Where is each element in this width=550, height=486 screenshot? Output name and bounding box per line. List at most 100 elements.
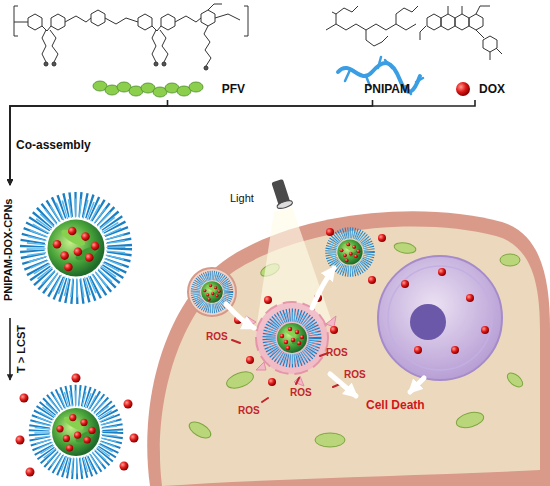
pfv-structure — [14, 4, 248, 70]
component-label: PFV — [90, 78, 245, 100]
organelle — [500, 254, 520, 266]
dox-molecule — [16, 436, 25, 445]
nanoparticle — [32, 204, 119, 291]
lamp — [269, 178, 293, 210]
nuclear-envelope — [388, 266, 492, 370]
pfv-segment — [189, 82, 203, 92]
organelle — [505, 370, 525, 389]
amide-group — [396, 8, 412, 24]
dox-molecule — [26, 468, 35, 477]
bond — [14, 22, 28, 23]
ring — [441, 14, 455, 30]
bonds — [420, 6, 502, 60]
dox-molecule — [401, 280, 409, 288]
nanoparticle-node: PNIPAM-DOX-CPNs — [2, 185, 138, 315]
alkyl-chain — [160, 30, 168, 62]
isopropyl — [412, 6, 418, 12]
process-arrow — [226, 304, 254, 328]
ros-label: ROS — [344, 369, 366, 380]
cell-membrane — [147, 211, 550, 486]
ring — [427, 14, 441, 30]
organelle — [315, 433, 345, 447]
ros-label: ROS — [326, 347, 348, 358]
dox-molecule — [124, 400, 133, 409]
node-text: PNIPAM-DOX-CPNs — [2, 185, 14, 315]
benzene-ring — [161, 14, 175, 30]
ring — [469, 14, 483, 30]
dox-molecule — [378, 234, 386, 242]
component-label: PNIPAM — [335, 78, 410, 100]
bond — [215, 14, 240, 20]
connector — [10, 100, 168, 185]
isopropyl — [382, 36, 388, 42]
pfv-chain — [93, 81, 203, 97]
sugar-ring — [483, 36, 497, 52]
dox-molecule — [72, 374, 81, 383]
dox-molecule — [268, 378, 276, 386]
dox-molecule — [456, 82, 470, 96]
benzene-ring — [28, 14, 42, 30]
dox-molecule — [130, 434, 139, 443]
dox-molecule — [20, 394, 29, 403]
isopropyl — [352, 6, 358, 12]
organelle — [455, 410, 486, 431]
backbone — [326, 24, 416, 30]
ammonium-group — [162, 62, 166, 66]
lysosome-fragment — [246, 316, 336, 386]
alkyl-chain — [204, 26, 211, 66]
dox-molecule — [481, 326, 489, 334]
polymer-bracket — [14, 6, 18, 36]
dox-molecule — [264, 296, 272, 304]
dox-molecule — [438, 268, 446, 276]
light-label: Light — [230, 192, 254, 204]
carbonyl — [332, 12, 336, 14]
alkyl-chain — [50, 30, 58, 62]
dox-structure — [420, 6, 502, 60]
dox-released — [16, 374, 139, 477]
bond — [152, 26, 161, 31]
benzene-ring — [201, 10, 215, 26]
organelle — [393, 241, 416, 255]
dox-molecule — [120, 462, 129, 471]
ros-mark — [232, 340, 340, 402]
dox-molecule — [330, 326, 338, 334]
swollen-nanoparticle — [39, 395, 113, 469]
process-arrow — [312, 268, 334, 308]
node-text: PFV — [222, 82, 245, 96]
ros-label: ROS — [290, 387, 312, 398]
amide-group — [366, 30, 382, 46]
nucleus — [378, 256, 502, 380]
amide-group — [336, 8, 352, 24]
ammonium-group — [154, 62, 158, 66]
condition-label: T > LCST — [15, 318, 27, 380]
vinylene — [105, 18, 138, 24]
ros-label: ROS — [206, 331, 228, 342]
nanoparticle — [269, 315, 315, 361]
organelle — [187, 419, 214, 441]
benzene-ring — [91, 10, 105, 26]
process-arrow — [9, 318, 11, 380]
methoxy — [208, 4, 222, 10]
ros-label: ROS — [238, 405, 260, 416]
connector — [10, 100, 373, 185]
lysosome — [256, 302, 328, 374]
ammonium-group — [44, 62, 48, 66]
nucleolus — [410, 304, 446, 340]
bond — [42, 26, 51, 31]
dox-molecule — [414, 346, 422, 354]
alkyl-chain — [42, 30, 46, 62]
connector — [10, 100, 475, 185]
process-arrows — [226, 268, 424, 396]
dox-molecule — [466, 294, 474, 302]
ammonium-group — [52, 62, 56, 66]
connector-label: Co-assembly — [16, 138, 91, 152]
organelle — [224, 369, 255, 392]
outcome-label: Cell Death — [366, 398, 425, 412]
dox-molecule — [451, 346, 459, 354]
node-text: PNIPAM — [364, 82, 410, 96]
ammonium-group — [204, 66, 208, 70]
lamp-lens — [276, 199, 293, 210]
nanoparticle — [331, 233, 370, 272]
alkyl-chain — [152, 30, 156, 62]
dox-molecule — [326, 228, 334, 236]
